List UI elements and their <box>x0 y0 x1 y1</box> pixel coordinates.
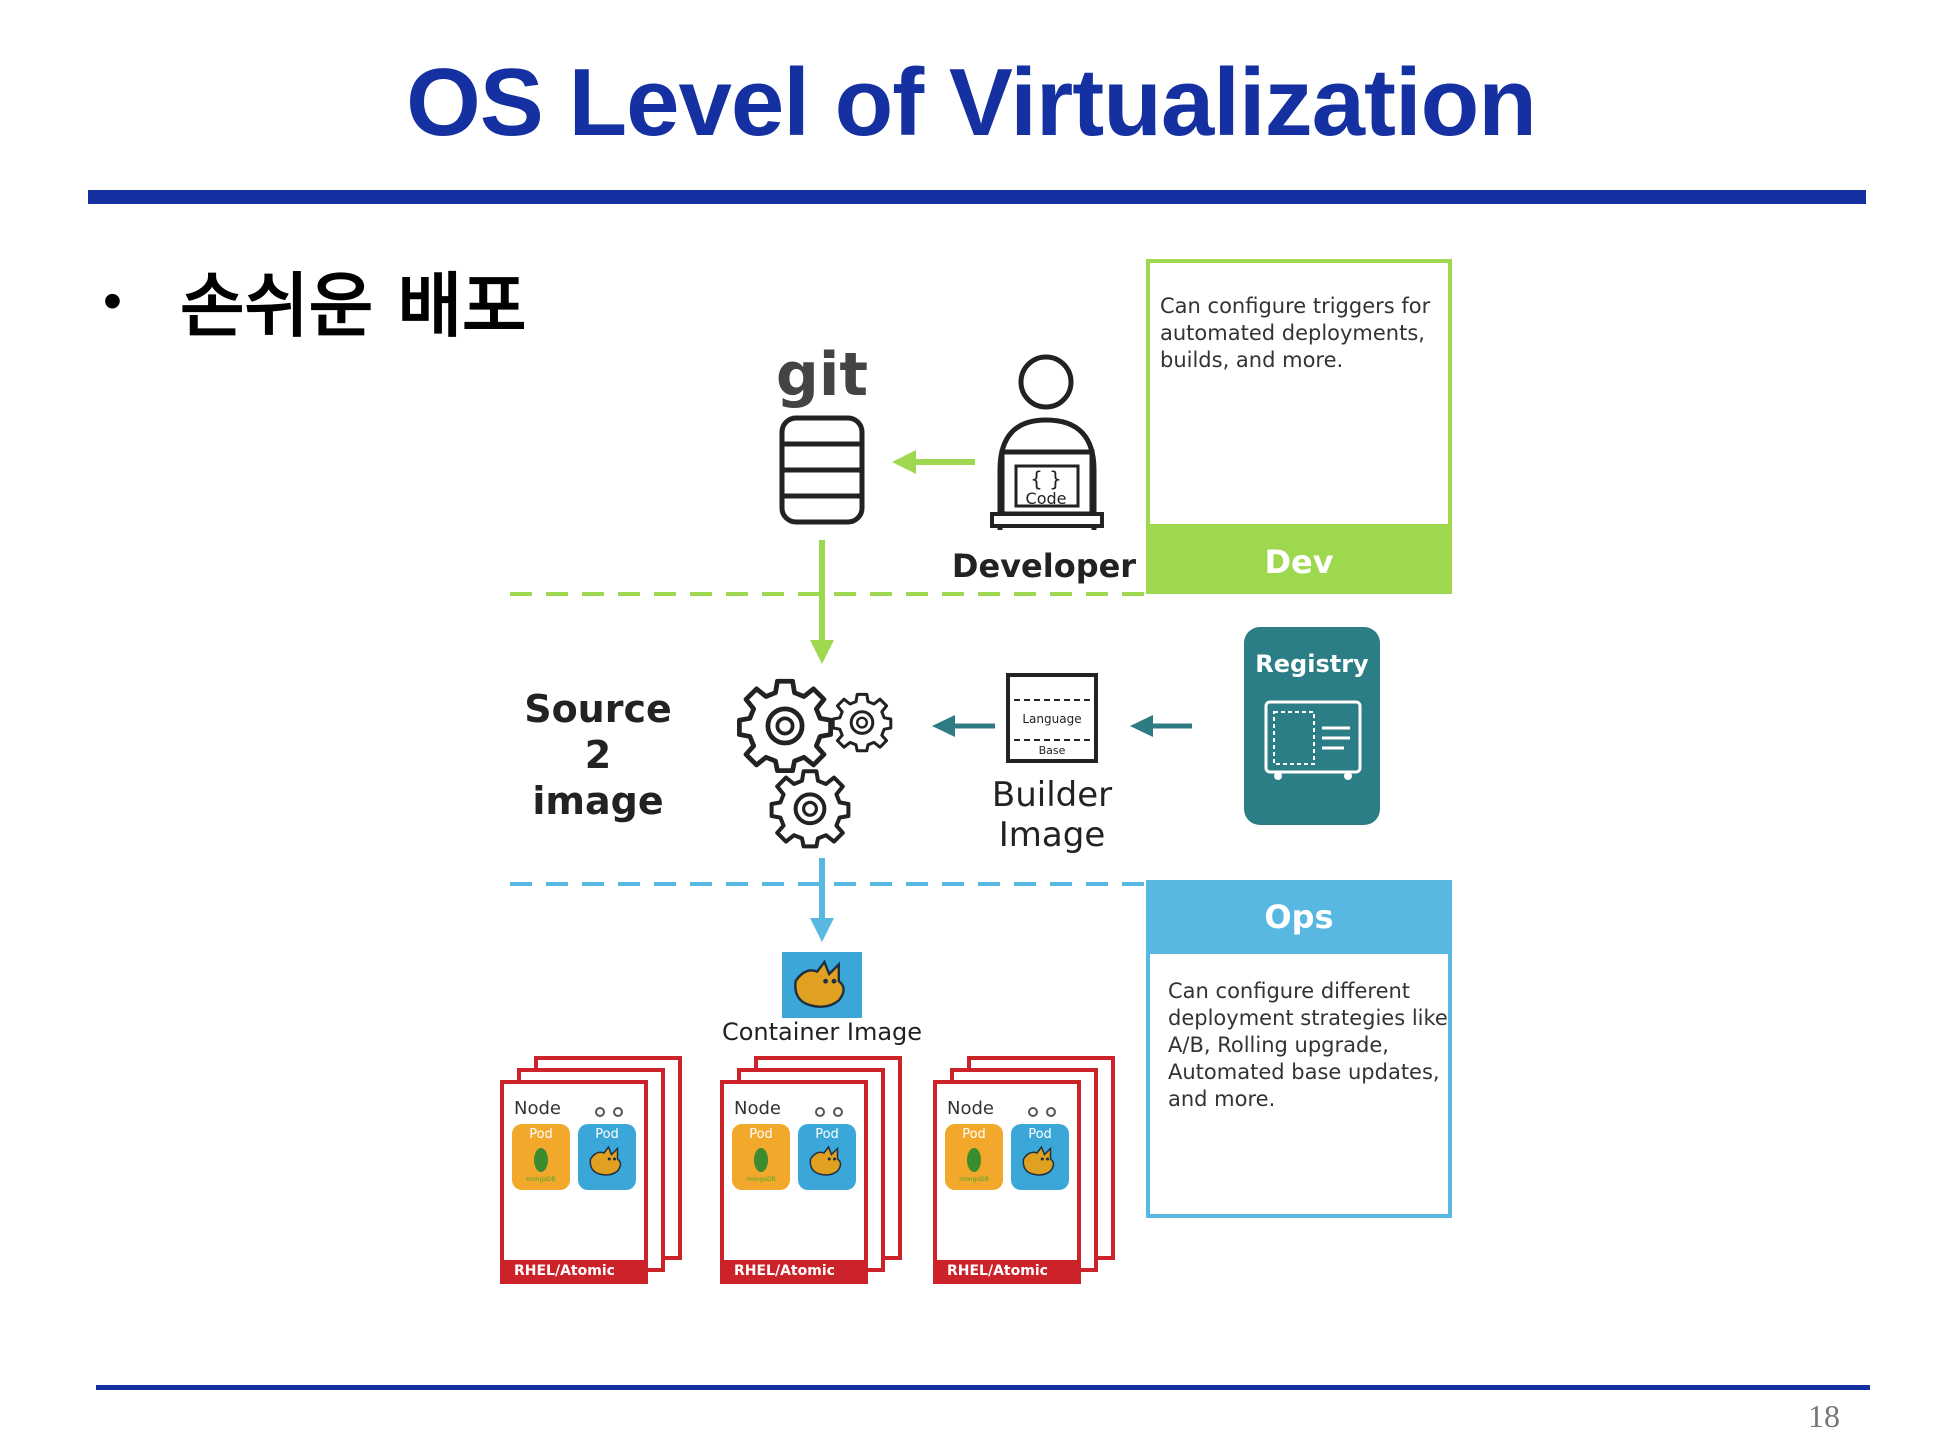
node-3-pod-right: Pod <box>1028 1127 1052 1142</box>
page-number: 18 <box>1808 1398 1840 1434</box>
ops-panel-header: Ops <box>1264 898 1333 936</box>
node-1-pod-right: Pod <box>595 1127 619 1142</box>
node-stack-3 <box>933 1056 1115 1284</box>
builder-to-s2i-arrow <box>932 715 995 737</box>
container-image-label: Container Image <box>722 1018 922 1046</box>
ops-panel <box>1146 880 1452 1218</box>
builder-image-icon <box>1006 673 1098 763</box>
builder-box-top-text: Language <box>1022 712 1081 726</box>
laptop-glyph: { } <box>1030 467 1062 491</box>
container-image-icon <box>782 952 862 1018</box>
node-3-label: Node <box>947 1098 994 1119</box>
node-3-mongo-text: mongoDB <box>959 1176 989 1183</box>
node-3-pod-left: Pod <box>962 1127 986 1142</box>
node-stack-2 <box>720 1056 902 1284</box>
node-2-label: Node <box>734 1098 781 1119</box>
registry-label: Registry <box>1255 650 1369 678</box>
ops-text-line-3: A/B, Rolling upgrade, <box>1168 1033 1389 1057</box>
git-database-icon <box>779 415 865 525</box>
developer-to-git-arrow <box>892 450 975 474</box>
node-2-pod-left: Pod <box>749 1127 773 1142</box>
footer-divider <box>96 1385 1870 1390</box>
node-2-mongo-text: mongoDB <box>746 1176 776 1183</box>
node-2-footer: RHEL/Atomic <box>734 1263 835 1279</box>
node-3-footer: RHEL/Atomic <box>947 1263 1048 1279</box>
gears-icon <box>739 681 893 846</box>
s2i-label-line-3: image <box>532 779 663 823</box>
ops-text-line-4: Automated base updates, <box>1168 1060 1440 1084</box>
builder-label-line-1: Builder <box>992 775 1112 815</box>
node-1-label: Node <box>514 1098 561 1119</box>
ops-text-line-5: and more. <box>1168 1087 1275 1111</box>
registry-to-builder-arrow <box>1130 715 1192 737</box>
node-stack-1 <box>500 1056 682 1284</box>
bullet-marker: • <box>103 271 122 331</box>
git-label: git <box>776 340 868 410</box>
dev-panel <box>1146 259 1452 594</box>
s2i-to-container-arrow <box>810 858 834 942</box>
builder-box-bottom-text: Base <box>1039 744 1066 757</box>
dev-text-line-2: automated deployments, <box>1160 321 1425 345</box>
s2i-label-line-1: Source <box>524 687 672 731</box>
builder-label-line-2: Image <box>999 815 1105 855</box>
developer-icon <box>990 354 1104 530</box>
git-to-s2i-arrow <box>810 540 834 664</box>
node-1-footer: RHEL/Atomic <box>514 1263 615 1279</box>
node-2-pod-right: Pod <box>815 1127 839 1142</box>
bullet-text: 손쉬운 배포 <box>180 265 527 347</box>
dev-panel-header: Dev <box>1264 543 1333 581</box>
developer-label: Developer <box>952 547 1136 585</box>
dev-text-line-3: builds, and more. <box>1160 348 1343 372</box>
laptop-code-label: Code <box>1026 489 1067 508</box>
ops-text-line-1: Can configure different <box>1168 979 1410 1003</box>
dev-text-line-1: Can configure triggers for <box>1160 294 1431 318</box>
node-1-pod-left: Pod <box>529 1127 553 1142</box>
s2i-label-line-2: 2 <box>585 733 611 777</box>
ops-text-line-2: deployment strategies like <box>1168 1006 1448 1030</box>
slide-title: OS Level of Virtualization <box>406 49 1537 156</box>
registry-box <box>1244 627 1380 825</box>
title-divider <box>88 190 1866 204</box>
node-1-mongo-text: mongoDB <box>526 1176 556 1183</box>
